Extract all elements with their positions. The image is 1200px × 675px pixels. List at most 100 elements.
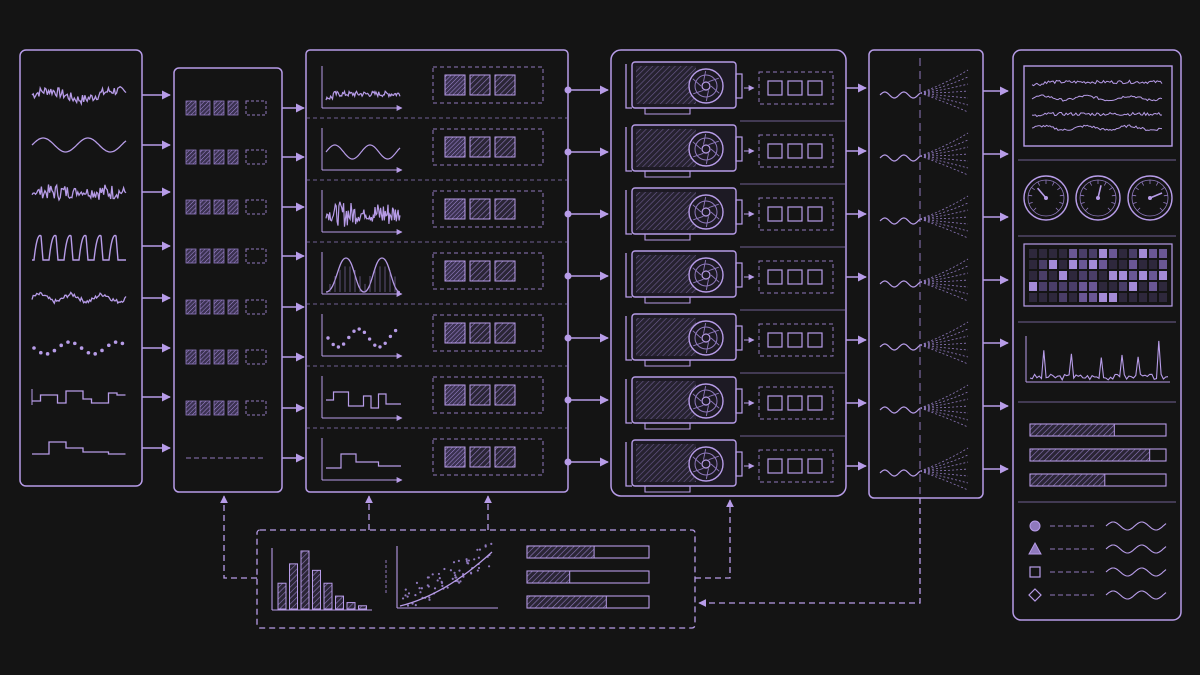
gpu-output-cell xyxy=(807,332,823,348)
gpu-output-cell xyxy=(787,458,803,474)
feature-row-sine xyxy=(306,117,609,173)
batch-cell xyxy=(185,199,197,215)
feedback-arrow-predictions xyxy=(698,498,921,607)
scatter-point xyxy=(465,558,468,561)
heatmap-cell xyxy=(1029,282,1037,291)
scatter-point xyxy=(478,548,482,551)
heatmap-cell xyxy=(1159,249,1167,258)
heatmap-cell xyxy=(1119,293,1127,302)
heatmap-cell xyxy=(1089,260,1097,269)
heatmap-cell xyxy=(1089,282,1097,291)
gpu-output-cell xyxy=(787,80,803,96)
heatmap-cell xyxy=(1029,260,1037,269)
heatmap-cell xyxy=(1149,249,1157,258)
heatmap-cell xyxy=(1139,293,1147,302)
prediction-row xyxy=(879,447,1009,491)
batch-cell xyxy=(185,349,197,365)
heatmap-cell xyxy=(1069,293,1077,302)
batch-cell xyxy=(199,199,211,215)
batch-cell xyxy=(227,149,239,165)
scatter-point xyxy=(431,573,434,576)
scatter-point xyxy=(487,565,491,568)
heatmap-cell xyxy=(1099,260,1107,269)
scatter-point xyxy=(426,584,429,587)
scatter-point xyxy=(465,559,468,563)
progress-fill xyxy=(526,570,571,584)
heatmap-cell xyxy=(1079,249,1087,258)
input-signal-sparse-step-wave xyxy=(32,441,171,455)
heatmap-cell xyxy=(1099,249,1107,258)
heatmap-cell xyxy=(1069,282,1077,291)
progress-fill xyxy=(1029,423,1115,437)
diamond-icon xyxy=(1028,588,1042,602)
batch-cell xyxy=(199,299,211,315)
feedback-arrow-gpu xyxy=(695,499,734,579)
gpu-card xyxy=(625,309,867,367)
heatmap-cell xyxy=(1099,293,1107,302)
gauge-row xyxy=(1023,175,1173,221)
input-signal-sine-wave xyxy=(31,137,171,153)
batch-row xyxy=(185,248,305,264)
monitoring-content xyxy=(1018,65,1176,602)
scatter-point xyxy=(451,577,454,580)
heatmap-cell xyxy=(1029,293,1037,302)
batch-cell xyxy=(199,349,211,365)
prediction-row xyxy=(879,258,1009,302)
legend-item xyxy=(1029,566,1167,578)
heatmap-cell xyxy=(1079,293,1087,302)
scatter-point xyxy=(452,561,456,564)
scatter-point xyxy=(490,542,493,545)
heatmap-cell xyxy=(1149,293,1157,302)
batch-cell xyxy=(185,100,197,116)
scatter-point xyxy=(476,569,479,572)
gpu-cluster-panel xyxy=(610,49,847,497)
heatmap-cell xyxy=(1039,249,1047,258)
progress-bar xyxy=(526,545,650,559)
gpu-output-cell xyxy=(807,143,823,159)
scatter-point xyxy=(443,567,446,571)
feature-cell xyxy=(494,322,516,344)
prediction-row xyxy=(879,321,1009,365)
feature-cell xyxy=(494,198,516,220)
prediction-row xyxy=(879,69,1009,113)
heatmap-cell xyxy=(1109,282,1117,291)
legend-item xyxy=(1029,520,1167,532)
heatmap-cell xyxy=(1119,282,1127,291)
gpu-output-box xyxy=(758,260,834,294)
heatmap-cell xyxy=(1159,271,1167,280)
heatmap-cell xyxy=(1059,271,1067,280)
heatmap-cell xyxy=(1129,282,1137,291)
gpu-output-cell xyxy=(787,332,803,348)
histogram-bar xyxy=(335,595,344,610)
gpu-output-cell xyxy=(767,269,783,285)
heatmap-cell xyxy=(1119,271,1127,280)
heatmap-cell xyxy=(1149,282,1157,291)
input-signal-zigzag-wave xyxy=(31,291,171,305)
histogram-bar xyxy=(346,602,356,610)
heatmap-cell xyxy=(1039,260,1047,269)
heatmap-cell xyxy=(1039,293,1047,302)
monitoring-panel xyxy=(1012,49,1182,621)
progress-bar xyxy=(1029,473,1167,487)
gpu-output-cell xyxy=(807,395,823,411)
batch-slot xyxy=(245,248,267,264)
heatmap-cell xyxy=(1109,260,1117,269)
gpu-output-cell xyxy=(767,206,783,222)
prediction-row xyxy=(879,195,1009,239)
heatmap-cell xyxy=(1129,293,1137,302)
heatmap-cell xyxy=(1039,282,1047,291)
progress-fill xyxy=(1029,448,1151,462)
feature-cell xyxy=(494,260,516,282)
gauge-icon xyxy=(1075,175,1121,221)
feature-row-noise xyxy=(321,66,609,111)
gpu-card xyxy=(625,246,867,304)
scatter-point xyxy=(477,556,480,559)
batch-row xyxy=(185,400,305,416)
gpu-output-box xyxy=(758,323,834,357)
scatter-point xyxy=(406,604,410,607)
gpu-output-cell xyxy=(767,395,783,411)
heatmap-cell xyxy=(1129,271,1137,280)
heatmap-cell xyxy=(1139,282,1147,291)
heatmap xyxy=(1023,243,1173,307)
